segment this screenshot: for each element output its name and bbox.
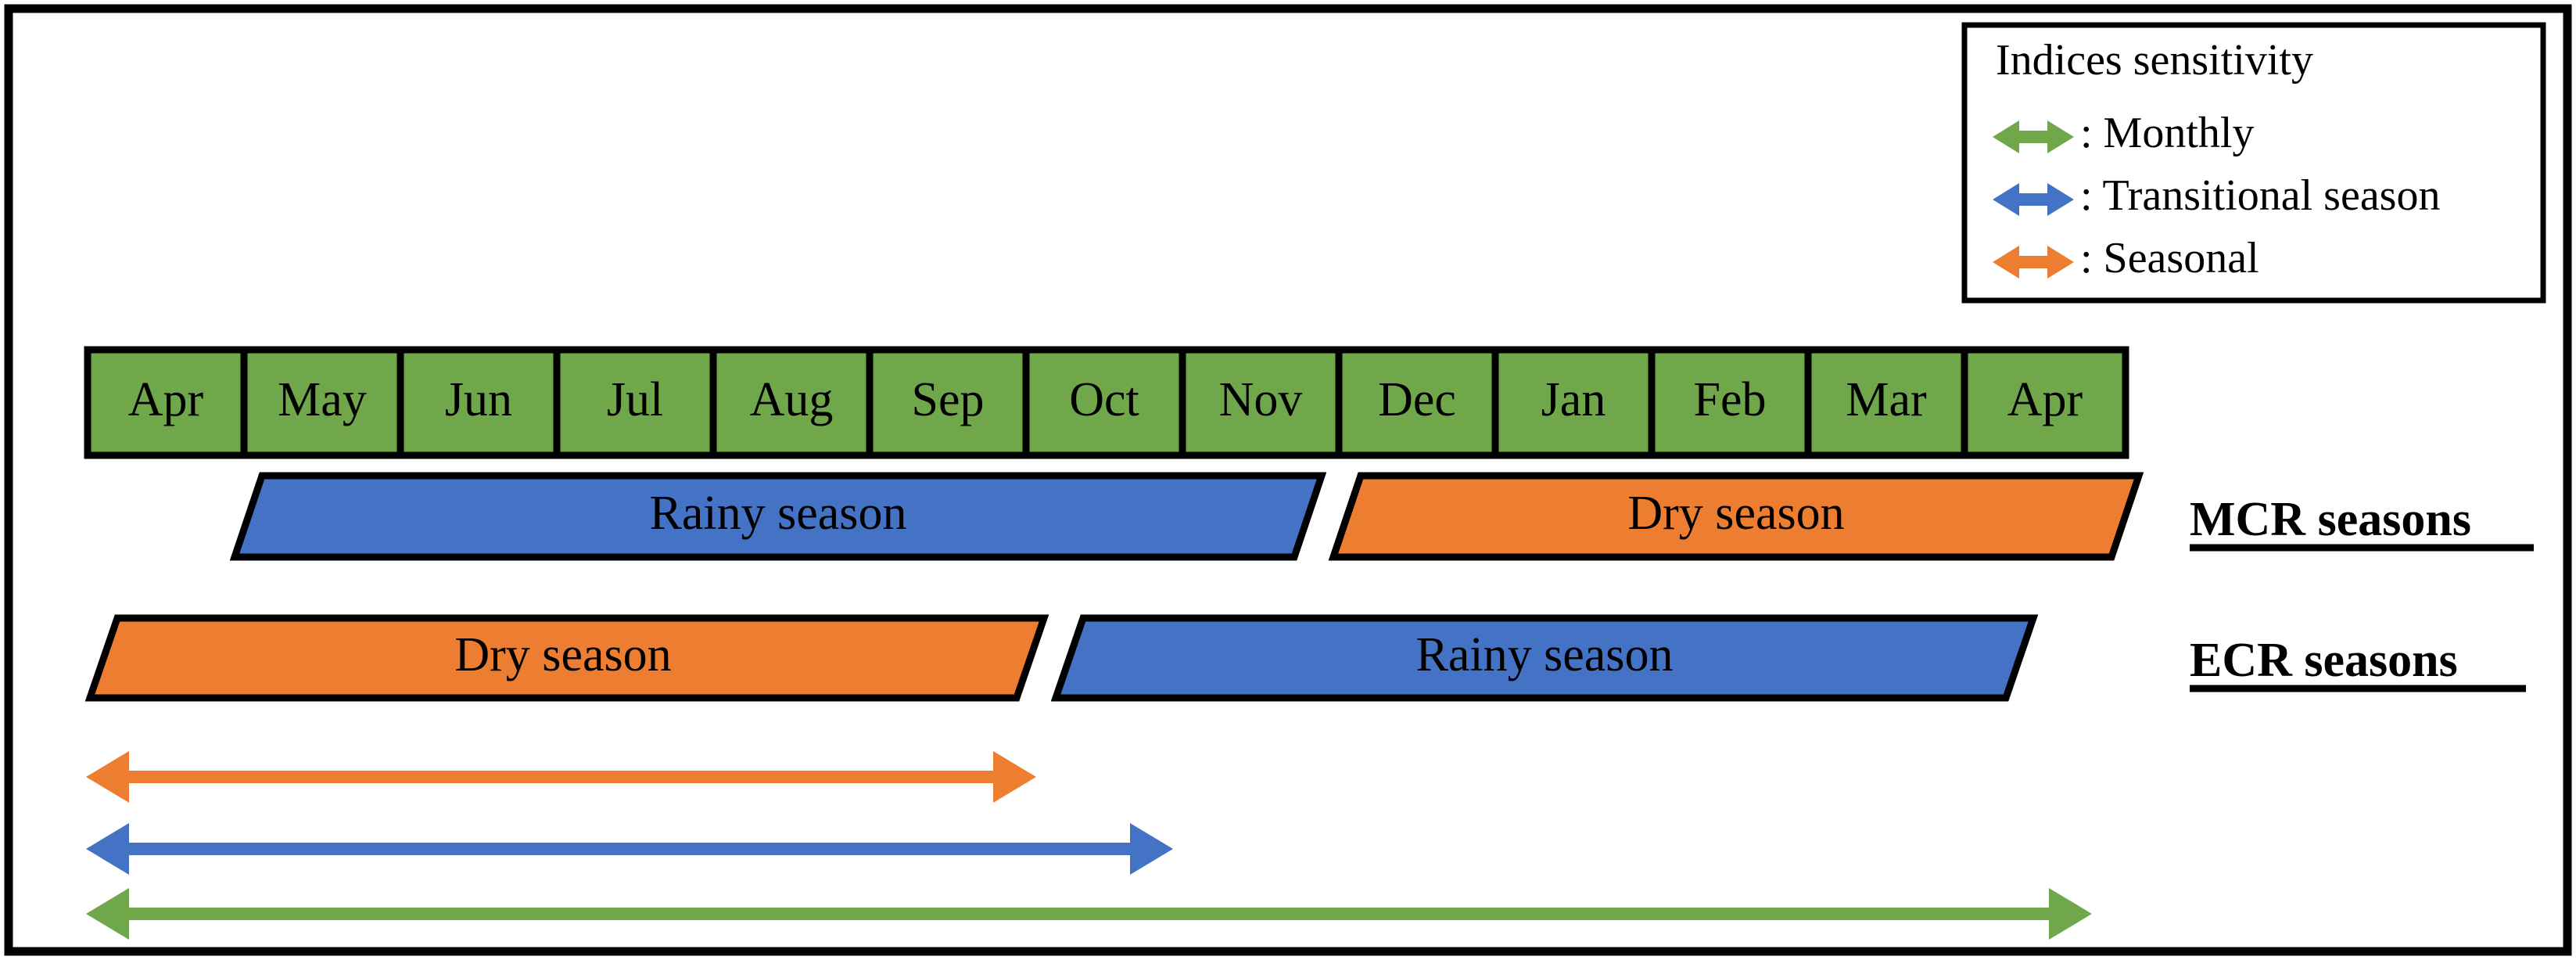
month-label: Mar	[1846, 373, 1927, 426]
ecr-seasons-row: Dry season Rainy season ECR seasons	[84, 614, 2526, 702]
ecr-band-rainy-label: Rainy season	[1416, 628, 1674, 681]
month-cell-jul	[553, 346, 717, 459]
arrow-transitional-season	[86, 823, 1173, 875]
double-arrow-icon	[1993, 246, 2074, 279]
month-label: Aug	[750, 373, 834, 426]
month-label: Apr	[2007, 373, 2083, 426]
mcr-row-label: MCR seasons	[2190, 493, 2471, 546]
month-label: Oct	[1069, 373, 1139, 426]
ecr-band-rainy-season	[1050, 614, 2039, 702]
month-label: Apr	[128, 373, 204, 426]
month-label: Jan	[1541, 373, 1606, 426]
month-label: Feb	[1694, 373, 1767, 426]
mcr-band-rainy-season	[229, 472, 1327, 561]
month-cell-dec	[1335, 346, 1499, 459]
month-label: Dec	[1378, 373, 1456, 426]
arrow-monthly-head-right	[2049, 888, 2092, 940]
month-label: Sep	[912, 373, 985, 426]
month-cell-may	[240, 346, 404, 459]
month-label: Nov	[1219, 373, 1303, 426]
mcr-band-dry-label: Dry season	[1627, 487, 1844, 540]
legend-title: Indices sensitivity	[1996, 36, 2313, 84]
month-cell-apr-1	[84, 346, 248, 459]
arrow-seasonal-head-left	[86, 751, 129, 803]
ecr-band-dry-season	[84, 614, 1049, 702]
arrow-seasonal	[86, 751, 1036, 803]
legend-item-monthly-label: : Monthly	[2080, 109, 2254, 157]
legend: Indices sensitivity : Monthly : Transiti…	[1961, 22, 2546, 304]
month-scale: Apr May Jun Jul Aug Sep Oct Nov Dec Jan …	[84, 346, 2129, 459]
month-label: Jun	[445, 373, 512, 426]
double-arrow-icon	[1993, 183, 2074, 216]
mcr-band-dry-season-full	[1328, 472, 2144, 561]
month-cell-nov	[1179, 346, 1343, 459]
legend-item-transitional-label: : Transitional season	[2080, 171, 2440, 220]
arrow-monthly	[86, 888, 2092, 940]
legend-item-seasonal-label: : Seasonal	[2080, 234, 2259, 282]
legend-item-transitional-season: : Transitional season	[1993, 171, 2440, 220]
month-label: May	[278, 373, 367, 426]
double-arrow-icon	[1993, 120, 2074, 153]
legend-item-seasonal: : Seasonal	[1993, 234, 2259, 282]
arrow-seasonal-head-right	[993, 751, 1036, 803]
mcr-seasons-row: Rainy season Dry season MCR seasons	[229, 472, 2534, 561]
month-label: Jul	[607, 373, 663, 426]
mcr-band-rainy-label: Rainy season	[650, 487, 907, 540]
month-cell-apr-2	[1961, 346, 2129, 459]
arrow-transitional-head-right	[1130, 823, 1173, 875]
arrow-transitional-head-left	[86, 823, 129, 875]
month-cell-feb	[1648, 346, 1812, 459]
legend-item-monthly: : Monthly	[1993, 109, 2254, 157]
ecr-band-dry-label: Dry season	[454, 628, 671, 681]
ecr-row-label: ECR seasons	[2190, 634, 2458, 687]
arrow-monthly-head-left	[86, 888, 129, 940]
sensitivity-arrows	[86, 751, 2092, 940]
month-cell-sep	[866, 346, 1030, 459]
month-cell-oct	[1022, 346, 1186, 459]
